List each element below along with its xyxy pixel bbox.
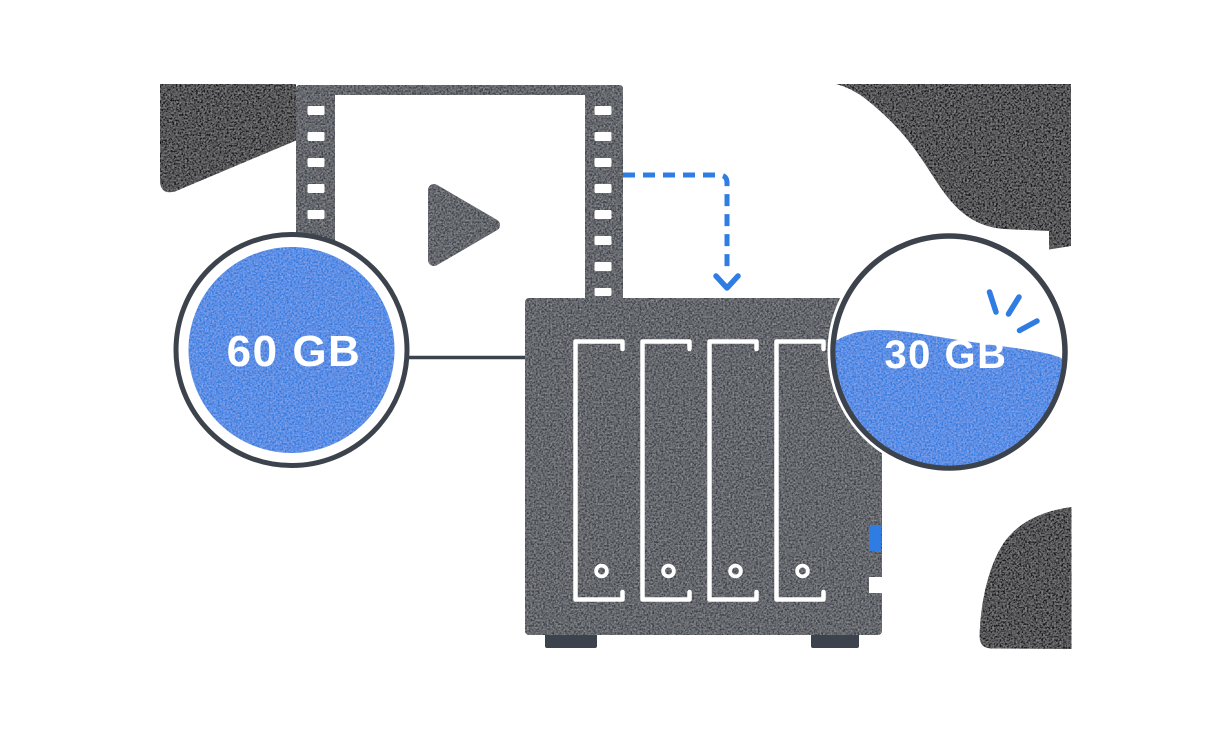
- background-blob-top-left: [160, 84, 296, 193]
- water-fill: [835, 329, 1063, 466]
- transfer-arrow-icon: [623, 172, 741, 291]
- background-blob-bottom-right: [979, 507, 1072, 649]
- nas-side-notch: [869, 577, 883, 593]
- drive-lock-icon: [795, 563, 810, 579]
- dest-size-label: 30 GB: [884, 333, 1007, 377]
- dest-size-circle: 30 GB: [827, 230, 1071, 474]
- background-blob-top-right: [836, 84, 1071, 250]
- drive-bay: [707, 339, 759, 602]
- source-circle-fill: [188, 247, 395, 453]
- transfer-arrow-line: [623, 172, 730, 271]
- drive-bay: [573, 339, 625, 602]
- drive-lock-icon: [594, 563, 609, 579]
- drive-bay: [774, 339, 826, 602]
- nas-body: [525, 298, 882, 635]
- source-size-circle: 60 GB: [173, 232, 410, 468]
- source-size-label: 60 GB: [227, 327, 362, 376]
- nas-drive-locks: [594, 563, 810, 579]
- play-icon: [428, 184, 500, 266]
- background-blobs: [160, 84, 1072, 649]
- transfer-arrowhead-icon: [713, 273, 741, 291]
- shine-icon: [986, 289, 1040, 334]
- status-led: [869, 525, 881, 551]
- drive-lock-icon: [728, 563, 743, 579]
- nas-device-icon: [525, 298, 883, 648]
- nas-drive-bays: [573, 339, 826, 602]
- film-top-bar: [296, 85, 623, 95]
- drive-lock-icon: [661, 563, 676, 579]
- drive-bay: [640, 339, 692, 602]
